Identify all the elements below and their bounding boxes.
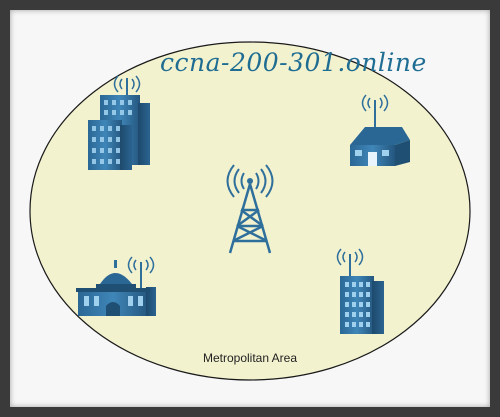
watermark-text: ccna-200-301.online	[160, 48, 427, 77]
radio-tower-icon	[226, 164, 274, 254]
office-building-icon	[88, 75, 150, 170]
government-building-icon	[76, 256, 156, 316]
apartment-building-icon	[336, 248, 384, 334]
metropolitan-area-label: Metropolitan Area	[202, 351, 298, 365]
house-icon	[350, 94, 410, 166]
